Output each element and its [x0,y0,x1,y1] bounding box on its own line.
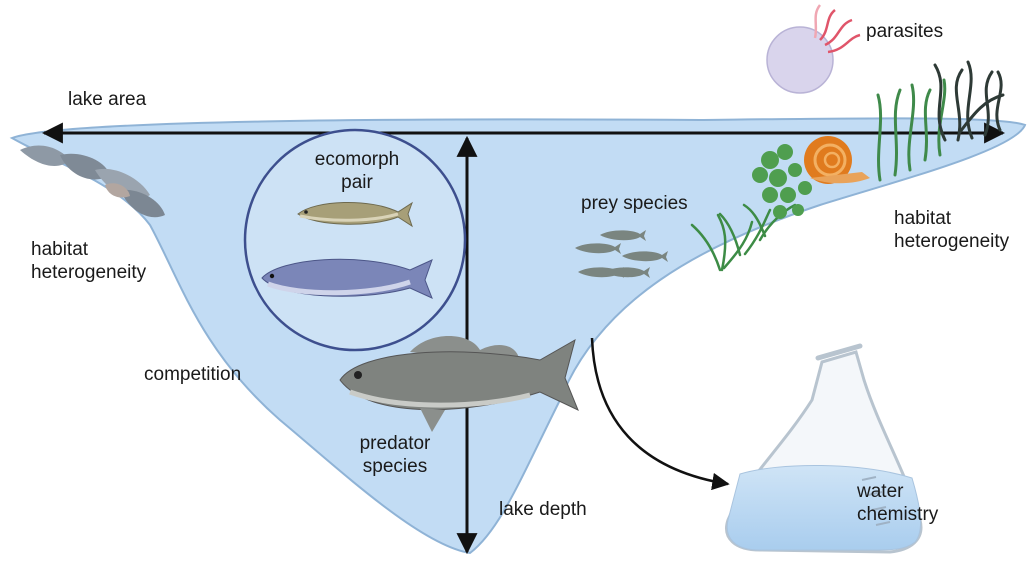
lake-area-label: lake area [68,88,146,111]
habitat-left-line-2: heterogeneity [31,261,146,284]
ecomorph-pair-label: ecomorph pair [302,148,412,194]
ecomorph-pair-line-2: pair [302,171,412,194]
predator-line-1: predator [340,432,450,455]
water-chemistry-line-1: water [857,480,938,503]
predator-species-label: predator species [340,432,450,478]
lake-depth-label: lake depth [499,498,587,521]
habitat-left-line-1: habitat [31,238,146,261]
habitat-heterogeneity-right-label: habitat heterogeneity [894,207,1009,253]
habitat-right-line-1: habitat [894,207,1009,230]
competition-label: competition [144,363,241,386]
habitat-heterogeneity-left-label: habitat heterogeneity [31,238,146,284]
water-chemistry-arrow [592,338,728,484]
predator-line-2: species [340,455,450,478]
water-chemistry-line-2: chemistry [857,503,938,526]
parasite-icon [767,5,860,93]
ecomorph-pair-line-1: ecomorph [302,148,412,171]
habitat-right-line-2: heterogeneity [894,230,1009,253]
parasites-label: parasites [866,20,943,43]
prey-species-label: prey species [581,192,688,215]
water-chemistry-label: water chemistry [857,480,938,526]
